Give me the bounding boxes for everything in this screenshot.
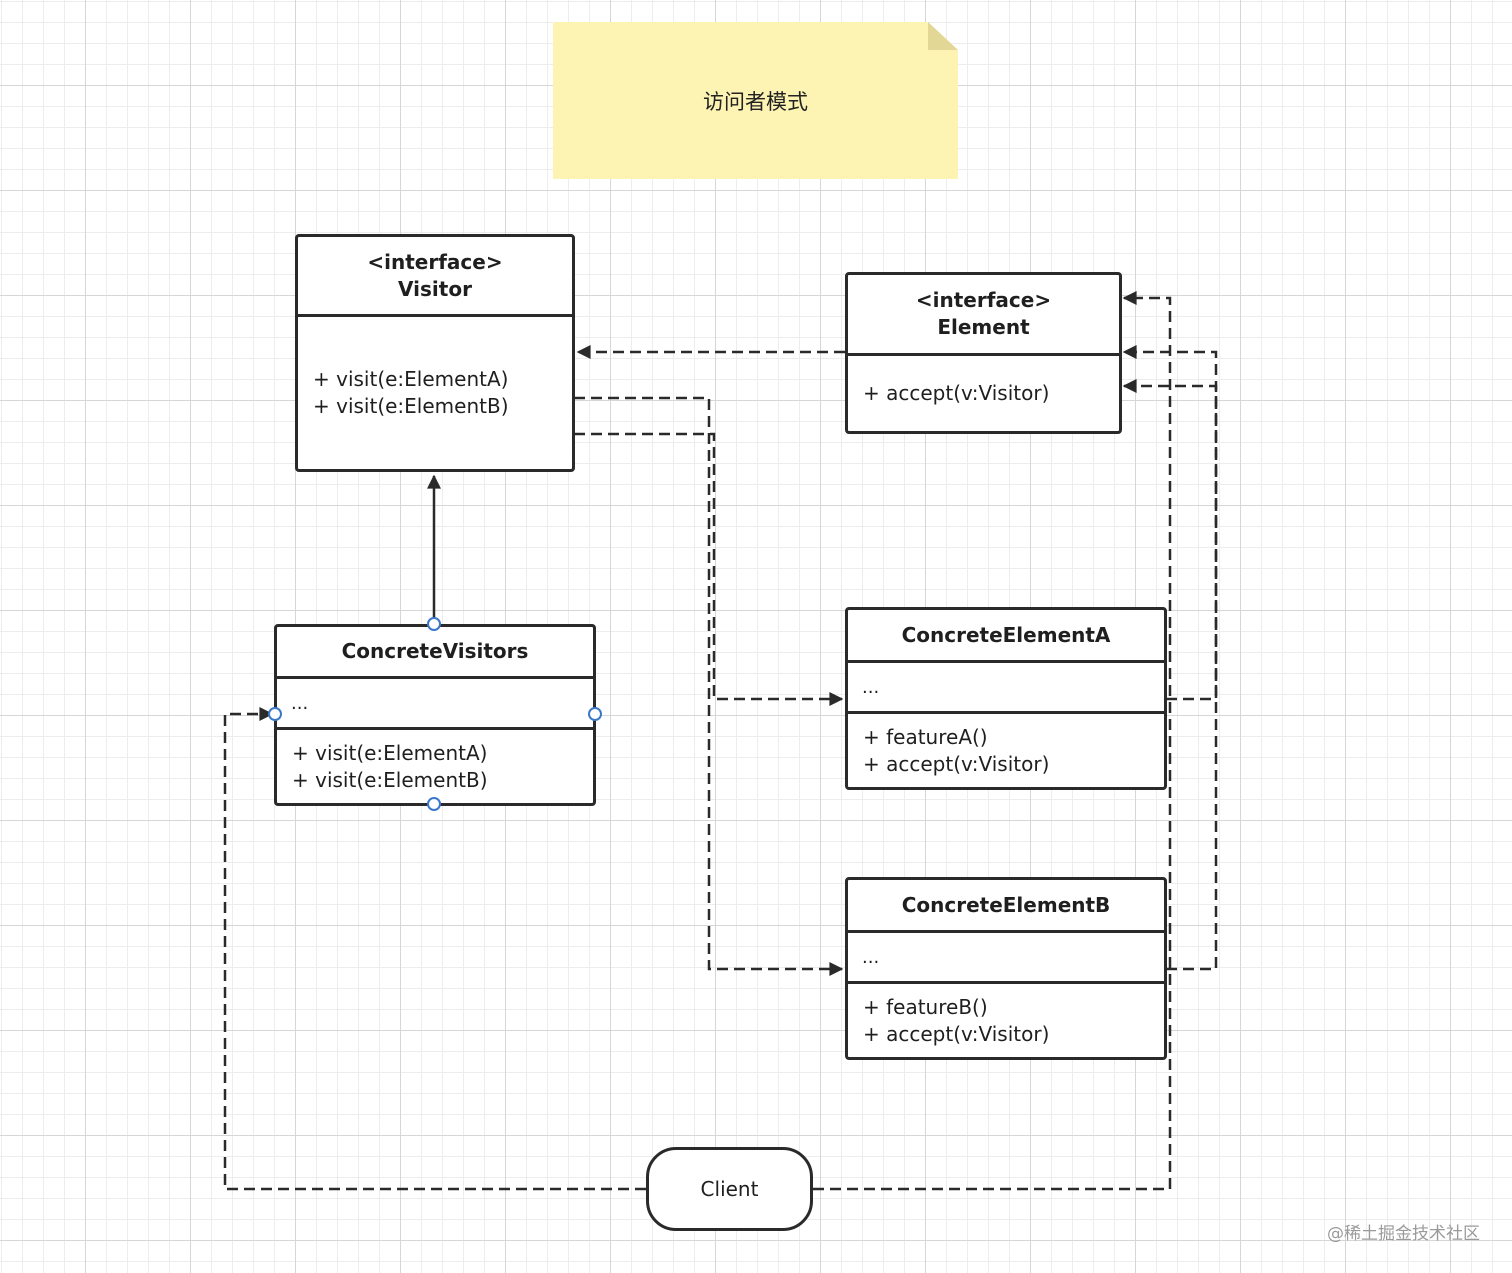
element-name: Element (937, 315, 1030, 339)
visitor-method: + visit(e:ElementB) (313, 394, 509, 418)
concrete-visitors-attributes: ... (277, 679, 593, 730)
element-methods: + accept(v:Visitor) (848, 356, 1119, 431)
concrete-element-a-method: + featureA() (863, 724, 988, 749)
concrete-element-b-method: + accept(v:Visitor) (863, 1021, 1050, 1046)
concrete-element-a-name: ConcreteElementA (901, 622, 1111, 647)
client-to-concrete-visitors-link[interactable] (223, 707, 646, 1191)
watermark: @稀土掘金技术社区 (1327, 1224, 1480, 1244)
concrete-element-b-methods: + featureB() + accept(v:Visitor) (848, 984, 1164, 1057)
concrete-element-b-attributes: ... (848, 933, 1164, 984)
concrete-element-a-attributes: ... (848, 663, 1164, 714)
concrete-element-b-name: ConcreteElementB (901, 892, 1111, 917)
concrete-element-b-method: + featureB() (863, 994, 988, 1019)
title-note[interactable]: 访问者模式 (553, 22, 958, 179)
concrete-visitors-box[interactable]: ConcreteVisitors ... + visit(e:ElementA)… (274, 624, 596, 806)
element-stereotype: <interface> (915, 288, 1052, 312)
concrete-element-a-method: + accept(v:Visitor) (863, 751, 1050, 776)
visitor-interface-box[interactable]: <interface> Visitor + visit(e:ElementA) … (295, 234, 575, 472)
element-header: <interface> Element (848, 275, 1119, 356)
visitor-name: Visitor (398, 276, 472, 301)
concrete-visitors-methods: + visit(e:ElementA) + visit(e:ElementB) (277, 730, 593, 803)
note-text: 访问者模式 (703, 89, 808, 114)
client-label: Client (700, 1177, 759, 1201)
concrete-element-b-attributes-text: ... (862, 946, 880, 968)
concrete-element-a-box[interactable]: ConcreteElementA ... + featureA() + acce… (845, 607, 1167, 790)
element-method: + accept(v:Visitor) (863, 381, 1050, 405)
element-b-to-element-realization[interactable] (1122, 379, 1218, 971)
concrete-element-a-header: ConcreteElementA (848, 610, 1164, 663)
connection-handle-top[interactable] (427, 617, 441, 631)
concrete-element-a-methods: + featureA() + accept(v:Visitor) (848, 714, 1164, 787)
visitor-header: <interface> Visitor (298, 237, 572, 317)
connection-handle-right[interactable] (588, 707, 602, 721)
visitor-to-element-a-dependency[interactable] (574, 432, 844, 706)
client-to-element-link[interactable] (813, 291, 1172, 1191)
visitor-to-element-b-dependency[interactable] (574, 396, 844, 976)
visitor-method: + visit(e:ElementA) (313, 367, 509, 391)
element-interface-box[interactable]: <interface> Element + accept(v:Visitor) (845, 272, 1122, 434)
concrete-visitors-method: + visit(e:ElementA) (292, 740, 488, 765)
concrete-visitors-method: + visit(e:ElementB) (292, 767, 488, 792)
concrete-element-b-header: ConcreteElementB (848, 880, 1164, 933)
concrete-visitors-header: ConcreteVisitors (277, 627, 593, 679)
connection-handle-bottom[interactable] (427, 797, 441, 811)
concrete-visitors-name: ConcreteVisitors (341, 639, 529, 663)
concrete-element-a-attributes-text: ... (862, 676, 880, 698)
client-node[interactable]: Client (646, 1147, 813, 1231)
connection-handle-left[interactable] (268, 707, 282, 721)
concrete-element-b-box[interactable]: ConcreteElementB ... + featureB() + acce… (845, 877, 1167, 1060)
visitor-methods: + visit(e:ElementA) + visit(e:ElementB) (298, 317, 572, 469)
concrete-visitors-attributes-text: ... (291, 692, 309, 714)
visitor-stereotype: <interface> (367, 249, 503, 274)
